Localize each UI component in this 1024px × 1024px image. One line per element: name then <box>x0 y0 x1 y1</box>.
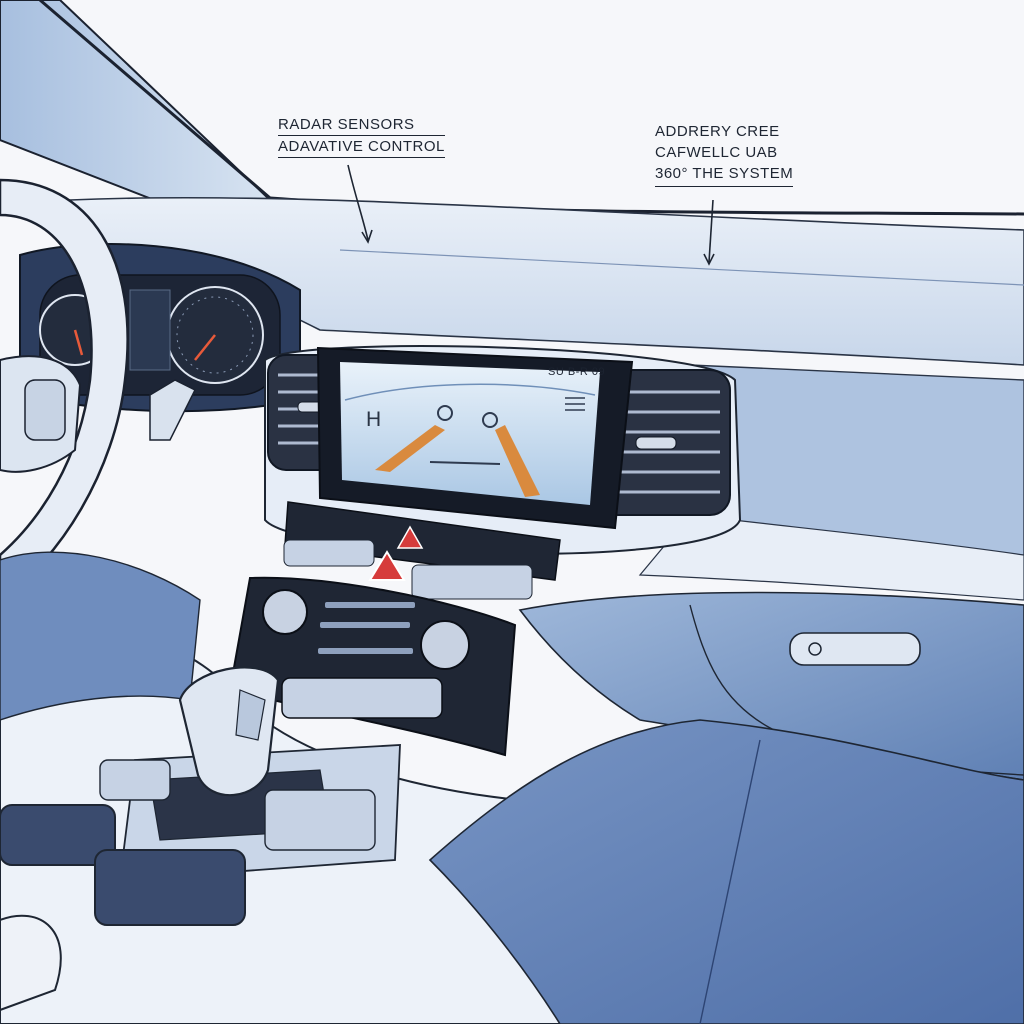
right-climate-knob-control[interactable] <box>420 620 470 670</box>
cluster-display <box>129 289 171 371</box>
glovebox-handle-control[interactable] <box>790 633 920 665</box>
climate-buttons <box>281 677 443 719</box>
annotation-right-line2: CAFWELLC UAB <box>655 144 778 161</box>
right-climate-knob <box>420 620 470 670</box>
cup-holder-right <box>94 849 246 926</box>
gear-shift-control[interactable] <box>180 655 280 805</box>
control-button-strip <box>284 501 561 581</box>
annotation-arrow-left <box>347 164 373 244</box>
annotation-left-line2: ADAVATIVE CONTROL <box>278 136 445 158</box>
driver-seat-edge <box>0 914 62 1012</box>
cup-holder-left <box>0 804 116 866</box>
passenger-footwell <box>428 719 1024 1024</box>
annotation-radar-sensors: RADAR SENSORS ADAVATIVE CONTROL <box>278 114 445 158</box>
wiper-stalk <box>149 379 197 441</box>
hazard-icon <box>368 550 406 581</box>
hazard-icon-upper <box>396 525 424 549</box>
glovebox-handle <box>789 632 921 666</box>
annotation-left-line1: RADAR SENSORS <box>278 114 445 136</box>
right-button-group <box>411 564 533 600</box>
infotainment-touchscreen[interactable] <box>340 362 595 492</box>
infotainment-mode-letter: H <box>366 408 382 431</box>
annotation-arrow-right <box>703 199 715 266</box>
parking-guide-right <box>495 425 540 497</box>
left-climate-knob-control[interactable] <box>262 590 308 636</box>
drive-mode-buttons <box>264 789 376 851</box>
driver-knee-panel <box>0 551 201 721</box>
steering-controls <box>24 379 66 441</box>
parking-guide-left <box>375 425 445 472</box>
left-button-group <box>283 539 375 567</box>
left-climate-knob <box>262 589 308 635</box>
annotation-camera-system: ADDRERY CREE CAFWELLC UAB 360° THE SYSTE… <box>655 121 794 187</box>
infotainment-display <box>340 362 600 505</box>
annotation-right-line3: 360° THE SYSTEM <box>655 163 794 187</box>
infotainment-status-text: SU B-R 09 <box>548 366 606 378</box>
sensor-icon-left <box>437 405 453 421</box>
annotation-right-line1: ADDRERY CREE <box>655 123 780 140</box>
console-buttons-left <box>99 759 171 801</box>
hazard-button[interactable] <box>368 550 408 582</box>
sensor-icon-right <box>482 412 498 428</box>
